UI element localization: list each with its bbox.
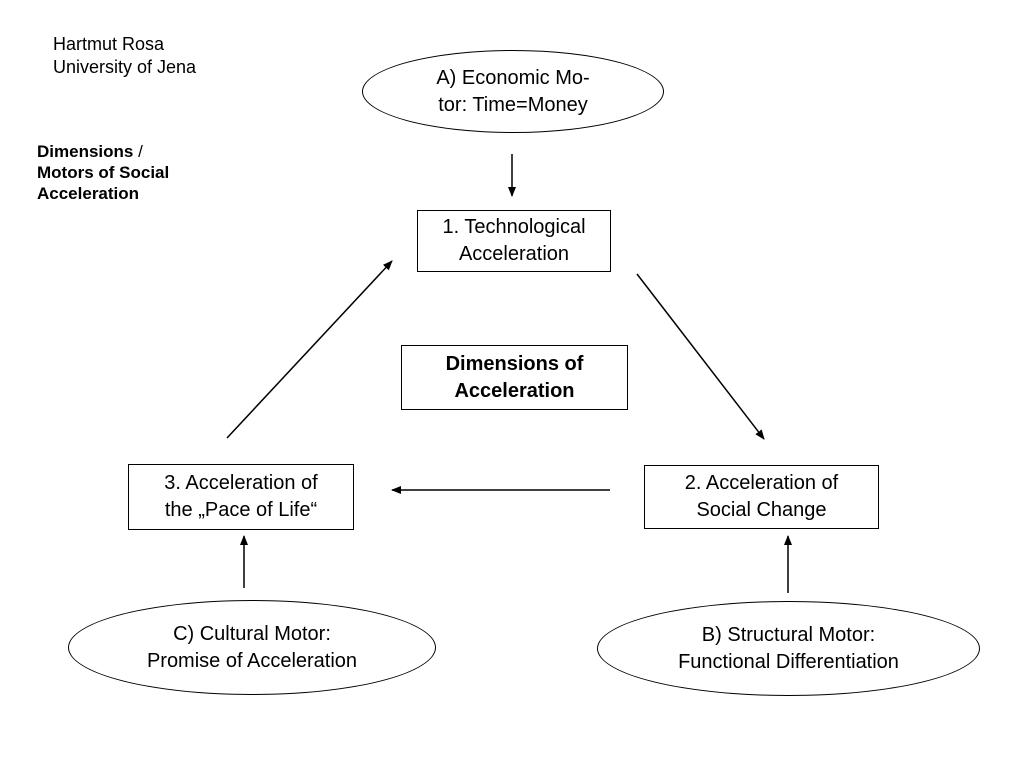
cultural-motor-line-2: Promise of Acceleration <box>146 649 358 672</box>
pace-of-life-line-2: the „Pace of Life“ <box>164 499 318 521</box>
arrow-pace-of-life-to-technological <box>226 260 393 439</box>
cultural-motor-ellipse: C) Cultural Motor: Promise of Accelerati… <box>68 600 436 695</box>
pace-of-life-acceleration-box: 3. Acceleration of the „Pace of Life“ <box>128 464 354 530</box>
structural-motor-line-2: Functional Differentiation <box>678 650 899 673</box>
heading-slash: / <box>133 142 143 161</box>
cultural-motor-line-1: C) Cultural Motor: <box>173 622 331 645</box>
economic-motor-line-2: tor: Time=Money <box>438 93 588 116</box>
center-box-line-1: Dimensions of <box>445 352 584 375</box>
heading-line-3: Acceleration <box>37 184 140 203</box>
pace-of-life-line-1: 3. Acceleration of <box>164 472 318 494</box>
technological-line-1: 1. Technological <box>442 216 586 238</box>
author-affiliation: University of Jena <box>53 57 197 77</box>
structural-motor-ellipse: B) Structural Motor: Functional Differen… <box>597 601 980 696</box>
technological-line-2: Acceleration <box>458 243 570 265</box>
economic-motor-line-1: A) Economic Mo- <box>436 66 590 89</box>
technological-acceleration-box: 1. Technological Acceleration <box>417 210 611 272</box>
heading-bold-word: Dimensions <box>37 142 134 161</box>
heading-line-2: Motors of Social <box>37 163 170 182</box>
center-box-line-2: Acceleration <box>454 379 575 402</box>
author-block: Hartmut Rosa University of Jena <box>53 33 196 79</box>
slide-heading: Dimensions / Motors of Social Accelerati… <box>37 141 169 204</box>
author-name: Hartmut Rosa <box>53 34 165 54</box>
structural-motor-line-1: B) Structural Motor: <box>701 623 876 646</box>
economic-motor-ellipse: A) Economic Mo- tor: Time=Money <box>362 50 664 133</box>
social-change-acceleration-box: 2. Acceleration of Social Change <box>644 465 879 529</box>
arrow-technological-to-social-change <box>636 273 765 440</box>
social-change-line-1: 2. Acceleration of <box>684 472 839 494</box>
social-change-line-2: Social Change <box>696 499 827 521</box>
dimensions-of-acceleration-box: Dimensions of Acceleration <box>401 345 628 410</box>
